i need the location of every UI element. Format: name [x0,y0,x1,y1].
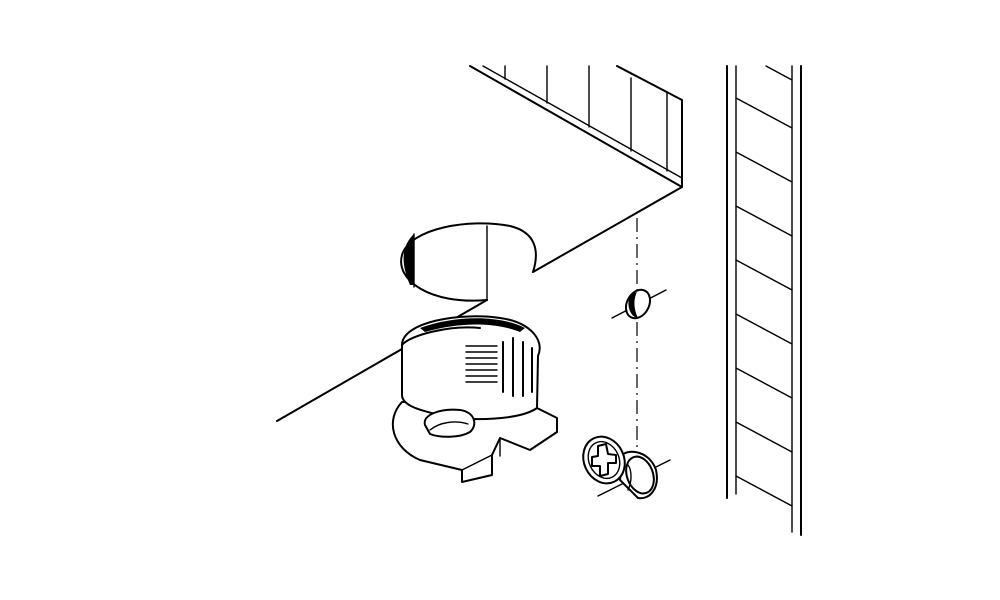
side-panel-hatching [735,65,793,507]
hole-shadow [628,292,638,318]
cam-lock-body [401,315,541,421]
panel-bottom-edge-right [532,186,683,273]
panel-front-edge-upper [482,65,683,179]
hole-outline [625,288,651,320]
cam-lock-slot-bottom [461,454,493,471]
cam-lock-housing [391,315,558,483]
cam-lock-opening [423,408,476,438]
cam-lock-top-rim [401,326,481,346]
bore-hole [400,222,537,302]
phillips-cross-icon [591,443,617,477]
connecting-bolt [582,435,671,500]
panel-with-bore-hole [276,65,683,422]
panel-front-hatching [504,65,668,172]
bore-hole-shadow [403,234,414,285]
bolt-collar-edge [627,464,632,491]
cam-lock-grip-ribs [465,337,533,397]
bolt-collar [625,455,655,495]
side-panel-hole [611,288,667,320]
panel-front-edge-lower [469,65,683,188]
bolt-head-inner-rim [587,440,621,480]
panel-corner-edge [616,65,683,188]
cam-lock-opening-inner [429,421,469,431]
side-panel [726,65,802,536]
bore-hole-outline [400,222,537,302]
cam-lock-rim-shadow [420,318,525,332]
